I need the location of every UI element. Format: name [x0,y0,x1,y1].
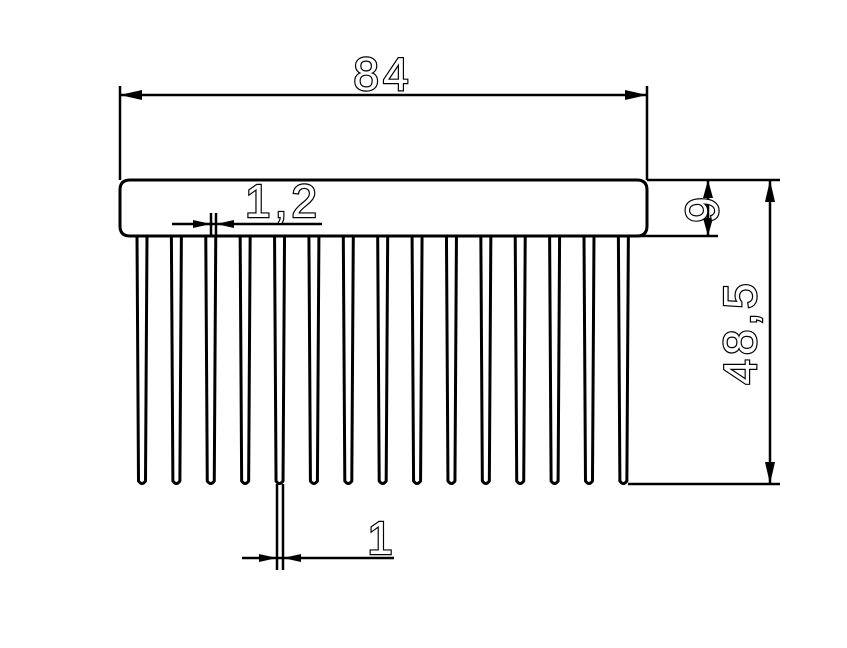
heatsink-base-plate [118,178,649,238]
arrowhead-height-top [765,180,775,202]
heatsink-fin [238,234,252,485]
heatsink-fin [410,234,424,485]
heatsink-fin [548,234,562,485]
arrowhead-base-bottom [703,218,713,236]
dimension-overall-height: 48,5 [628,180,780,486]
heatsink-fin [273,234,287,485]
dimension-fin-tip: 1 [242,484,397,570]
dimension-label-base: 9 [676,193,728,223]
heatsink-fin [616,234,630,485]
heatsink-fin [582,234,596,485]
arrowhead-fin-root-right [216,220,234,228]
dimension-label-height: 48,5 [714,279,766,385]
heatsink-fin [169,234,183,485]
heatsink-fin [307,234,321,485]
dimension-label-width: 84 [353,48,412,100]
heatsink-fin [513,234,527,485]
heatsink-fin [341,234,355,485]
heatsink-fin [479,234,493,485]
dimension-base-thickness: 9 [637,178,780,238]
dimension-overall-width: 84 [118,47,649,180]
heatsink-fin [444,234,458,485]
arrowhead-base-top [703,180,713,198]
arrowhead-fin-root-left [193,220,211,228]
arrowhead-fin-tip-right [283,554,301,562]
heatsink-fin [135,234,149,485]
heatsink-fin [376,234,390,485]
heatsink-fins [135,234,630,485]
arrowhead-right [625,90,647,100]
arrowhead-fin-tip-left [259,554,277,562]
dimension-label-fin-root: 1,2 [245,175,321,227]
heatsink-fin [204,234,218,485]
arrowhead-height-bottom [765,462,775,484]
dimension-label-fin-tip: 1 [367,512,397,564]
dimension-fin-root: 1,2 [172,174,322,236]
arrowhead-left [120,90,142,100]
